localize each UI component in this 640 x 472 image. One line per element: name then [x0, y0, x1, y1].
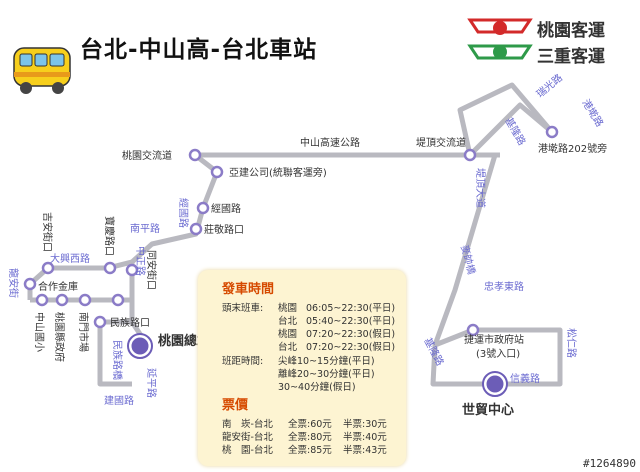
brand-name-2: 三重客運 — [537, 47, 605, 67]
label-zhuangjing: 莊敬路口 — [204, 223, 244, 236]
stop-hezuo2 — [111, 293, 125, 307]
label-zhongshan-freeway: 中山高速公路 — [300, 136, 360, 149]
label-hezuo: 合作金庫 — [38, 280, 78, 293]
stop-longan — [23, 277, 37, 291]
terminal-taoyuan-marker — [128, 334, 152, 358]
label-songren: 松仁路 — [565, 328, 578, 358]
label-zhongzheng: 中正路 — [134, 246, 147, 276]
label-taoyuan-interchange: 桃園交流道 — [122, 149, 172, 162]
stop-county — [55, 293, 69, 307]
schedule-time-2: 07:20~22:30(假日) — [306, 329, 396, 340]
label-jingguo-v: 經國路 — [177, 198, 190, 228]
stop-tongan — [125, 263, 139, 277]
label-dingding-ave: 堤頂大道 — [474, 168, 487, 208]
fare-half-1: 半票:40元 — [343, 432, 387, 443]
fare-half-2: 半票:43元 — [343, 445, 387, 456]
label-county-gov: 桃園縣政府 — [53, 312, 66, 362]
headway-label: 班距時間: — [222, 356, 264, 367]
schedule-time-0: 06:05~22:30(平日) — [306, 303, 396, 314]
stop-jian — [41, 261, 55, 275]
fare-route-1: 龍安街-台北 — [222, 432, 273, 443]
info-panel: 發車時間 頭末班車: 桃園 06:05~22:30(平日) 台北 05:40~2… — [198, 270, 406, 466]
stop-nanmen — [78, 293, 92, 307]
fare-full-2: 全票:85元 — [288, 445, 332, 456]
stop-city-hall — [466, 323, 480, 337]
label-minzu-v: 民族路橋 — [111, 340, 124, 380]
label-gangqian: 港墘路 — [579, 97, 606, 129]
brand-logo-icon — [467, 18, 533, 60]
fare-full-0: 全票:60元 — [288, 419, 332, 430]
label-gangqian-stop: 港墘路202號旁 — [538, 142, 607, 155]
schedule-time-3: 07:20~22:30(假日) — [306, 342, 396, 353]
label-terminal-taoyuan: 桃園總站 — [158, 333, 210, 349]
schedule-from-2: 桃園 — [278, 329, 298, 340]
label-minzu: 民族路口 — [110, 316, 150, 329]
stop-markers — [23, 125, 559, 337]
fare-route-0: 南 崁-台北 — [222, 419, 273, 430]
label-jian: 吉安街口 — [41, 212, 54, 252]
page-title: 台北-中山高-台北車站 — [80, 37, 318, 63]
stop-dingding — [463, 148, 477, 162]
label-city-hall: 捷運市政府站 — [464, 333, 524, 346]
schedule-time-1: 05:40~22:30(平日) — [306, 316, 396, 327]
fare-route-2: 桃 園-台北 — [222, 445, 273, 456]
watermark-id: #1264890 — [583, 457, 636, 470]
schedule-from-1: 台北 — [278, 316, 298, 327]
stop-yalianpeng — [210, 165, 224, 179]
headway-1: 離峰20~30分鐘(平日) — [278, 369, 375, 380]
stop-hezuo — [35, 293, 49, 307]
stop-jingguo — [196, 201, 210, 215]
fare-heading: 票價 — [222, 398, 249, 413]
label-baoqing: 寶慶路口 — [103, 216, 116, 256]
label-zhongshan-elem: 中山國小 — [33, 312, 46, 352]
label-ruiguang: 瑞光路 — [534, 71, 565, 100]
stop-minzu — [93, 315, 107, 329]
label-longan: 龍安街 — [7, 268, 20, 298]
bus-icon — [13, 47, 71, 94]
stop-gangqian — [545, 125, 559, 139]
label-jingguo-stop: 經國路 — [211, 202, 241, 215]
depart-heading: 發車時間 — [222, 282, 275, 297]
schedule-from-0: 桃園 — [278, 303, 298, 314]
label-jixian: 基隆路 — [502, 115, 528, 147]
terminal-wtc-marker — [483, 372, 507, 396]
label-terminal-wtc: 世貿中心 — [462, 402, 514, 418]
label-yanping: 延平路 — [145, 368, 158, 398]
first-last-label: 頭末班車: — [222, 303, 264, 314]
fare-full-1: 全票:80元 — [288, 432, 332, 443]
label-yalianpeng: 亞建公司(統聯客運旁) — [229, 166, 327, 179]
label-dingding-interchange: 堤頂交流道 — [416, 136, 466, 149]
label-xinyi: 信義路 — [510, 372, 540, 385]
stop-baoqing — [103, 261, 117, 275]
label-jianguo: 建國路 — [104, 394, 134, 407]
label-exit3: (3號入口) — [476, 347, 520, 360]
schedule-from-3: 台北 — [278, 342, 298, 353]
brand-name-1: 桃園客運 — [537, 21, 605, 41]
label-nanping: 南平路 — [130, 222, 160, 235]
label-tongan: 同安街口 — [145, 250, 158, 290]
headway-0: 尖峰10~15分鐘(平日) — [278, 356, 375, 367]
label-daxingxi: 大興西路 — [50, 252, 90, 265]
label-nanmen: 南門市場 — [77, 312, 90, 352]
headway-2: 30~40分鐘(假日) — [278, 382, 356, 393]
label-zhongxiao: 忠孝東路 — [484, 280, 524, 293]
stop-zhuangjing — [189, 222, 203, 236]
stop-taoyuan-interchange — [188, 148, 202, 162]
fare-half-0: 半票:30元 — [343, 419, 387, 430]
